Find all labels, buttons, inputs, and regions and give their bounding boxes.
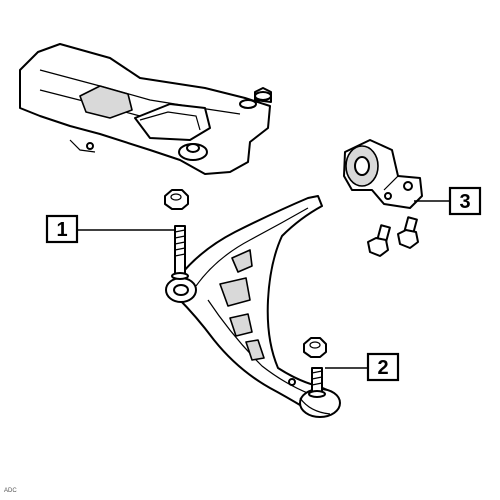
bracket-bolt-right xyxy=(397,216,419,249)
callout-2: 2 xyxy=(366,352,400,382)
callout-2-label: 2 xyxy=(377,357,388,379)
callout-3-label: 3 xyxy=(459,191,470,213)
nut-lower xyxy=(303,337,327,358)
control-arm xyxy=(165,195,341,418)
bracket-bolt-left xyxy=(367,224,391,257)
subframe xyxy=(19,43,272,175)
callout-1: 1 xyxy=(45,214,79,244)
ball-joint-stud-2 xyxy=(308,367,326,398)
credit-text: ADC xyxy=(4,488,17,494)
callout-3: 3 xyxy=(448,186,482,216)
nut-upper xyxy=(164,189,189,210)
bolt-stud-1 xyxy=(171,225,189,280)
callout-1-label: 1 xyxy=(56,219,67,241)
bushing-bracket xyxy=(343,139,423,209)
